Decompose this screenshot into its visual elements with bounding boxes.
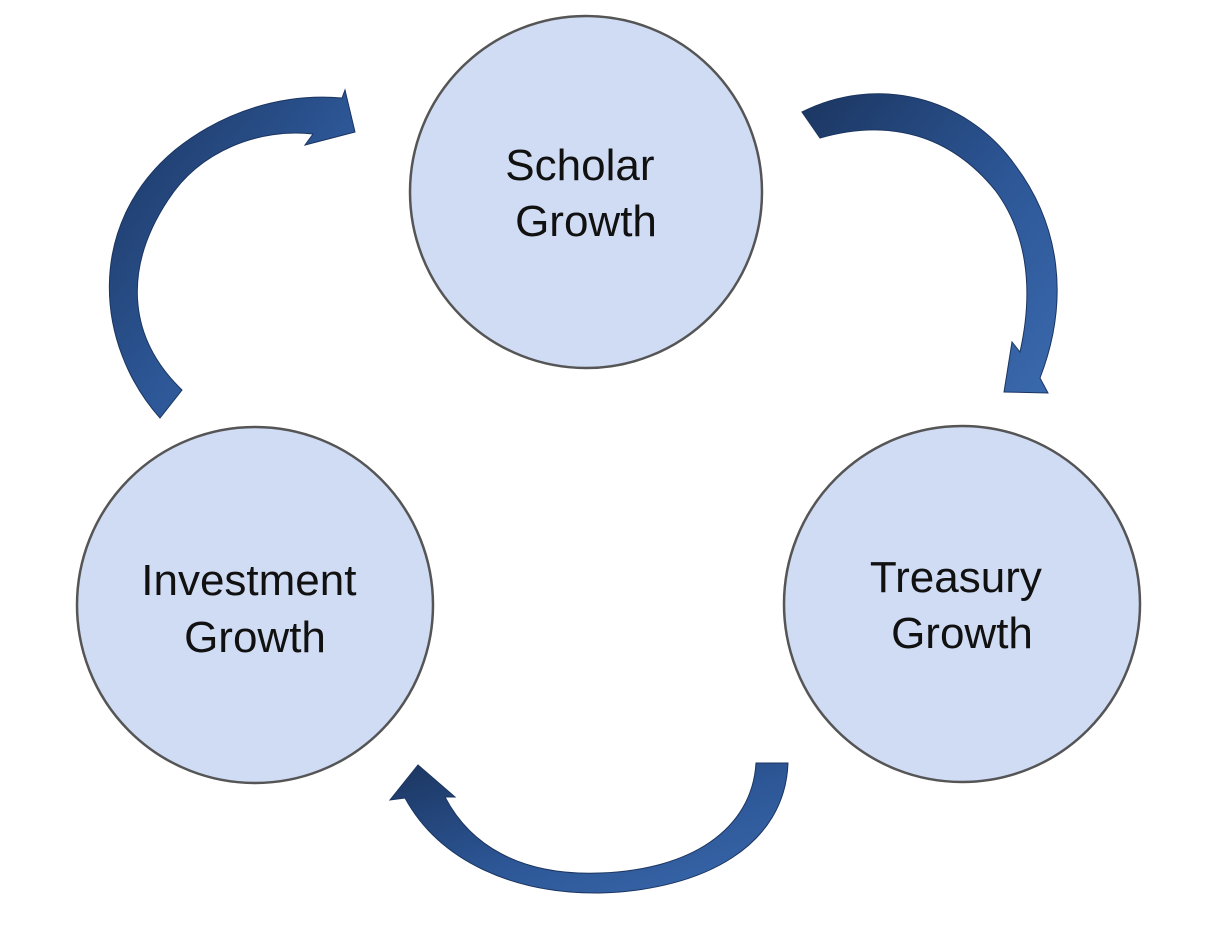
svg-text:Scholar Growth: Scholar Growth [505, 141, 666, 246]
node-circle [782, 424, 1142, 784]
arrow-treasury-to-investment [388, 762, 789, 894]
arrow-investment-to-scholar [108, 88, 356, 419]
node-circle [408, 14, 764, 370]
node-label-line2: Growth [184, 613, 326, 662]
node-label-line1: Treasury [870, 553, 1042, 602]
node-circle [75, 425, 435, 785]
svg-text:Treasury Growth: Treasury Growth [870, 553, 1054, 658]
arrow-scholar-to-treasury [801, 93, 1058, 394]
node-label-line1: Scholar [505, 141, 654, 190]
node-treasury-growth: Treasury Growth [782, 424, 1142, 784]
node-label-line2: Growth [891, 609, 1033, 658]
svg-text:Investment Growth: Investment Growth [141, 556, 368, 662]
node-scholar-growth: Scholar Growth [408, 14, 764, 370]
node-label-line1: Investment [141, 556, 356, 605]
node-label-line2: Growth [515, 197, 657, 246]
node-investment-growth: Investment Growth [75, 425, 435, 785]
